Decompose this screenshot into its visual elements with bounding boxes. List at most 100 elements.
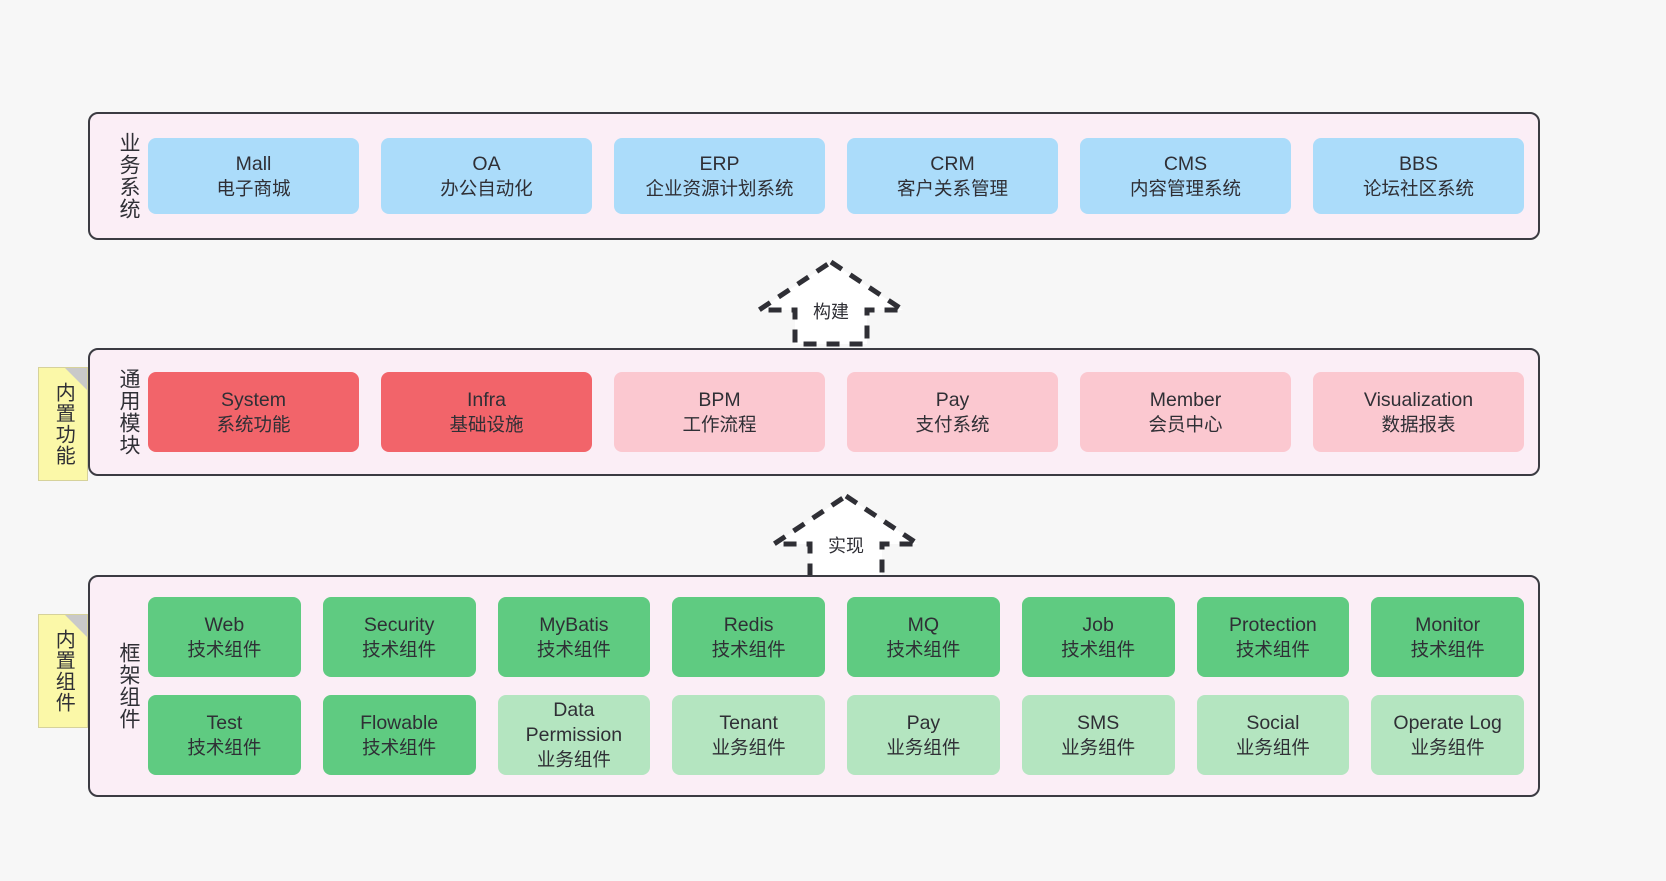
framework-box-mybatis[interactable]: MyBatis 技术组件 (497, 597, 651, 677)
layer-module-title: 通用模块 (117, 368, 140, 456)
business-box-erp[interactable]: ERP 企业资源计划系统 (614, 138, 825, 214)
framework-row-biz: Test 技术组件 Flowable 技术组件 Data Permission … (148, 695, 1524, 775)
box-title: Operate Log (1393, 711, 1502, 734)
note-fold-icon (65, 615, 87, 637)
business-box-mall[interactable]: Mall 电子商城 (148, 138, 359, 214)
box-subtitle: 系统功能 (216, 413, 291, 435)
box-title: Data Permission (525, 699, 623, 747)
box-title: Web (204, 613, 245, 636)
layer-business-systems: 业务系统 Mall 电子商城 OA 办公自动化 ERP 企业资源计划系统 CRM (88, 112, 1540, 240)
box-subtitle: 办公自动化 (440, 177, 533, 199)
framework-box-social[interactable]: Social 业务组件 (1196, 695, 1350, 775)
box-title: Visualization (1363, 388, 1474, 411)
box-subtitle: 业务组件 (711, 736, 786, 758)
box-subtitle: 数据报表 (1381, 413, 1456, 435)
box-subtitle: 技术组件 (362, 638, 437, 660)
box-subtitle: 技术组件 (711, 638, 786, 660)
box-subtitle: 电子商城 (216, 177, 291, 199)
module-row: System 系统功能 Infra 基础设施 BPM 工作流程 Pay 支付系统… (148, 372, 1524, 452)
box-title: Monitor (1415, 613, 1481, 636)
box-subtitle: 论坛社区系统 (1362, 177, 1474, 199)
note-builtin-feature: 内置功能 (38, 367, 88, 481)
layer-business-title: 业务系统 (117, 132, 140, 220)
business-box-bbs[interactable]: BBS 论坛社区系统 (1313, 138, 1524, 214)
framework-box-pay[interactable]: Pay 业务组件 (847, 695, 1000, 775)
framework-box-redis[interactable]: Redis 技术组件 (672, 597, 825, 677)
module-box-system[interactable]: System 系统功能 (148, 372, 359, 452)
box-subtitle: 技术组件 (536, 638, 611, 660)
box-subtitle: 技术组件 (362, 736, 437, 758)
framework-box-web[interactable]: Web 技术组件 (148, 597, 301, 677)
business-row: Mall 电子商城 OA 办公自动化 ERP 企业资源计划系统 CRM 客户关系… (148, 138, 1524, 214)
framework-box-sms[interactable]: SMS 业务组件 (1021, 695, 1175, 775)
layer-business-body: Mall 电子商城 OA 办公自动化 ERP 企业资源计划系统 CRM 客户关系… (144, 114, 1538, 238)
layer-framework-components: 框架组件 Web 技术组件 Security 技术组件 MyBatis 技术组件… (88, 575, 1540, 797)
box-title: Pay (906, 711, 941, 734)
box-subtitle: 业务组件 (886, 736, 961, 758)
framework-box-mq[interactable]: MQ 技术组件 (847, 597, 1000, 677)
box-subtitle: 支付系统 (915, 413, 990, 435)
note-fold-icon (65, 368, 87, 390)
dashed-up-arrow-icon (750, 258, 912, 347)
box-title: ERP (699, 152, 740, 175)
framework-box-monitor[interactable]: Monitor 技术组件 (1371, 597, 1524, 677)
box-subtitle: 技术组件 (886, 638, 961, 660)
note-builtin-feature-label: 内置功能 (52, 382, 75, 466)
box-title: CRM (930, 152, 975, 175)
framework-box-operate-log[interactable]: Operate Log 业务组件 (1371, 695, 1524, 775)
box-subtitle: 技术组件 (1061, 638, 1136, 660)
box-title: Job (1082, 613, 1114, 636)
framework-box-protection[interactable]: Protection 技术组件 (1196, 597, 1350, 677)
framework-box-test[interactable]: Test 技术组件 (148, 695, 301, 775)
box-title: Pay (935, 388, 970, 411)
box-subtitle: 业务组件 (1410, 736, 1485, 758)
box-title: BBS (1398, 152, 1439, 175)
box-subtitle: 业务组件 (536, 749, 611, 771)
box-subtitle: 业务组件 (1235, 736, 1310, 758)
box-subtitle: 业务组件 (1061, 736, 1136, 758)
module-box-bpm[interactable]: BPM 工作流程 (614, 372, 825, 452)
box-title: Redis (723, 613, 774, 636)
arrow-implement-label: 实现 (828, 536, 864, 556)
note-builtin-component-label: 内置组件 (52, 629, 75, 713)
arrow-build-label: 构建 (813, 302, 849, 322)
box-subtitle: 内容管理系统 (1129, 177, 1241, 199)
arrow-build: 构建 (750, 258, 912, 347)
note-builtin-component: 内置组件 (38, 614, 88, 728)
framework-box-flowable[interactable]: Flowable 技术组件 (322, 695, 476, 775)
framework-box-security[interactable]: Security 技术组件 (322, 597, 476, 677)
module-box-infra[interactable]: Infra 基础设施 (381, 372, 592, 452)
module-box-visualization[interactable]: Visualization 数据报表 (1313, 372, 1524, 452)
framework-box-tenant[interactable]: Tenant 业务组件 (672, 695, 825, 775)
business-box-crm[interactable]: CRM 客户关系管理 (847, 138, 1058, 214)
layer-framework-body: Web 技术组件 Security 技术组件 MyBatis 技术组件 Redi… (144, 577, 1538, 795)
box-subtitle: 工作流程 (682, 413, 757, 435)
box-title: System (220, 388, 286, 411)
box-title: Tenant (719, 711, 778, 734)
box-title: Security (363, 613, 435, 636)
box-subtitle: 技术组件 (187, 638, 262, 660)
module-box-pay[interactable]: Pay 支付系统 (847, 372, 1058, 452)
business-box-cms[interactable]: CMS 内容管理系统 (1080, 138, 1291, 214)
module-box-member[interactable]: Member 会员中心 (1080, 372, 1291, 452)
framework-box-job[interactable]: Job 技术组件 (1021, 597, 1175, 677)
layer-module-body: System 系统功能 Infra 基础设施 BPM 工作流程 Pay 支付系统… (144, 350, 1538, 474)
box-title: Social (1246, 711, 1300, 734)
box-subtitle: 基础设施 (449, 413, 524, 435)
box-title: CMS (1163, 152, 1208, 175)
framework-box-data-permission[interactable]: Data Permission 业务组件 (497, 695, 651, 775)
box-title: BPM (698, 388, 741, 411)
box-title: Flowable (360, 711, 439, 734)
box-subtitle: 技术组件 (1235, 638, 1310, 660)
box-subtitle: 技术组件 (1410, 638, 1485, 660)
box-title: Mall (235, 152, 272, 175)
arrow-implement: 实现 (765, 492, 927, 581)
layer-framework-title: 框架组件 (117, 642, 140, 730)
box-subtitle: 客户关系管理 (896, 177, 1008, 199)
box-subtitle: 会员中心 (1148, 413, 1223, 435)
framework-row-tech: Web 技术组件 Security 技术组件 MyBatis 技术组件 Redi… (148, 597, 1524, 677)
box-title: Protection (1228, 613, 1317, 636)
business-box-oa[interactable]: OA 办公自动化 (381, 138, 592, 214)
box-title: MyBatis (539, 613, 609, 636)
